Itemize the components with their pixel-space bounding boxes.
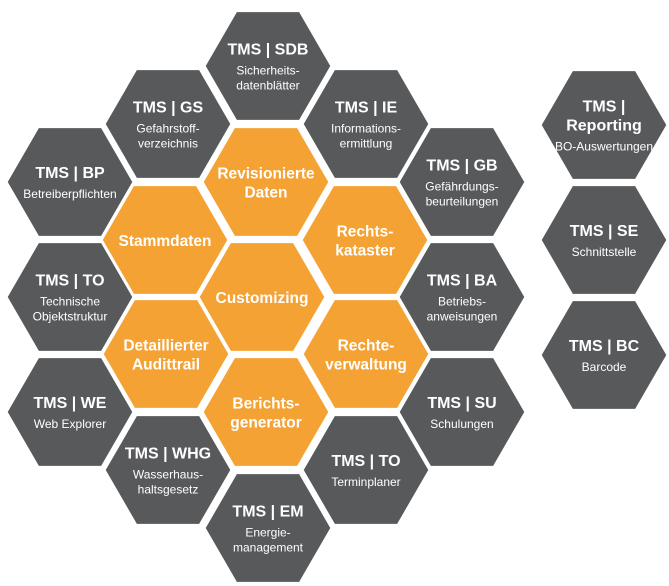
- module-subtitle: haltsgesetz: [138, 483, 199, 497]
- core-label: Rechte-: [338, 338, 395, 355]
- core-label: Stammdaten: [118, 233, 211, 250]
- module-hex-sdb[interactable]: TMS | SDB Sicherheits-datenblätter: [202, 9, 334, 123]
- core-label: verwaltung: [325, 357, 407, 374]
- core-label: Berichts-: [232, 396, 299, 413]
- module-subtitle: Terminplaner: [331, 475, 400, 489]
- module-title: TMS | SU: [427, 395, 496, 412]
- core-label: Rechts-: [337, 224, 394, 241]
- core-label: Audittrail: [132, 357, 200, 374]
- module-hex-shape[interactable]: [202, 9, 334, 123]
- module-hex-shape[interactable]: [102, 413, 234, 527]
- core-hex-shape[interactable]: [100, 297, 232, 411]
- module-title: TMS | BC: [569, 338, 640, 355]
- module-subtitle: BO-Auswertungen: [555, 140, 653, 154]
- module-hex-to-termin[interactable]: TMS | TO Terminplaner: [300, 413, 432, 527]
- module-title: TMS |: [583, 99, 626, 116]
- module-title: TMS | SDB: [228, 42, 309, 59]
- module-hex-shape[interactable]: [396, 355, 528, 469]
- module-hex-shape[interactable]: [300, 413, 432, 527]
- core-hex-shape[interactable]: [99, 183, 231, 297]
- module-subtitle: Gefährdungs-: [425, 180, 498, 194]
- module-hex-shape[interactable]: [538, 68, 669, 182]
- module-title: TMS | GS: [133, 100, 204, 117]
- module-subtitle: Schnittstelle: [572, 245, 637, 259]
- core-label: Daten: [244, 185, 287, 202]
- module-title: TMS | GB: [426, 158, 497, 175]
- module-hex-shape[interactable]: [102, 67, 234, 181]
- module-hex-shape[interactable]: [4, 240, 136, 354]
- module-subtitle: Sicherheits-: [236, 64, 299, 78]
- module-hex-shape[interactable]: [4, 125, 136, 239]
- module-subtitle: Technische: [40, 295, 100, 309]
- core-label: kataster: [335, 243, 394, 260]
- module-subtitle: Energie-: [245, 526, 290, 540]
- module-subtitle: ermittlung: [340, 137, 393, 151]
- module-subtitle: Barcode: [582, 360, 627, 374]
- core-hex-rechtskataster[interactable]: Rechts-kataster: [299, 183, 431, 297]
- module-hex-whg[interactable]: TMS | WHG Wasserhaus-haltsgesetz: [102, 413, 234, 527]
- core-label: Customizing: [216, 290, 309, 307]
- module-title: TMS | WE: [34, 395, 107, 412]
- module-hex-su[interactable]: TMS | SU Schulungen: [396, 355, 528, 469]
- core-hex-customizing[interactable]: Customizing: [196, 240, 328, 354]
- module-subtitle: Wasserhaus-: [133, 468, 203, 482]
- module-title: TMS | IE: [335, 100, 398, 117]
- core-hex-stammdaten[interactable]: Stammdaten: [99, 183, 231, 297]
- module-title: TMS | EM: [232, 504, 303, 521]
- module-subtitle: Web Explorer: [34, 417, 106, 431]
- module-subtitle: Schulungen: [430, 417, 493, 431]
- module-subtitle: Betreiberpflichten: [23, 187, 116, 201]
- core-hex-shape[interactable]: [200, 355, 332, 469]
- core-label: generator: [230, 415, 302, 432]
- core-label: Detaillierter: [123, 338, 208, 355]
- core-hex-shape[interactable]: [299, 183, 431, 297]
- module-subtitle: Objektstruktur: [33, 310, 108, 324]
- module-title: TMS | TO: [35, 273, 104, 290]
- module-subtitle: verzeichnis: [138, 137, 198, 151]
- module-hex-we[interactable]: TMS | WE Web Explorer: [4, 355, 136, 469]
- module-hex-ba[interactable]: TMS | BA Betriebs-anweisungen: [396, 240, 528, 354]
- core-hex-shape[interactable]: [200, 125, 332, 239]
- module-subtitle: Gefahrstoff-: [136, 122, 199, 136]
- core-hex-shape[interactable]: [196, 240, 328, 354]
- module-hex-shape[interactable]: [538, 183, 669, 297]
- core-label: Revisionierte: [217, 166, 315, 183]
- module-hex-bp[interactable]: TMS | BP Betreiberpflichten: [4, 125, 136, 239]
- module-hex-gs[interactable]: TMS | GS Gefahrstoff-verzeichnis: [102, 67, 234, 181]
- module-title: Reporting: [566, 118, 642, 135]
- module-subtitle: beurteilungen: [426, 195, 499, 209]
- module-title: TMS | WHG: [125, 446, 211, 463]
- core-hex-berichtsgenerator[interactable]: Berichts-generator: [200, 355, 332, 469]
- module-hex-shape[interactable]: [396, 240, 528, 354]
- module-hex-ie[interactable]: TMS | IE Informations-ermittlung: [300, 67, 432, 181]
- module-subtitle: anweisungen: [427, 310, 498, 324]
- module-subtitle: datenblätter: [236, 79, 299, 93]
- core-hex-rechteverwaltung[interactable]: Rechte-verwaltung: [300, 297, 432, 411]
- module-hex-se[interactable]: TMS | SE Schnittstelle: [538, 183, 669, 297]
- module-hex-gb[interactable]: TMS | GB Gefährdungs-beurteilungen: [396, 125, 528, 239]
- module-hex-shape[interactable]: [4, 355, 136, 469]
- module-title: TMS | BA: [427, 273, 498, 290]
- module-subtitle: Informations-: [331, 122, 401, 136]
- module-subtitle: Betriebs-: [438, 295, 486, 309]
- module-hex-bc[interactable]: TMS | BC Barcode: [538, 298, 669, 412]
- module-title: TMS | TO: [331, 453, 400, 470]
- module-hex-shape[interactable]: [538, 298, 669, 412]
- module-hex-shape[interactable]: [396, 125, 528, 239]
- module-title: TMS | BP: [35, 165, 105, 182]
- module-hex-em[interactable]: TMS | EM Energie-management: [202, 471, 334, 585]
- module-title: TMS | SE: [570, 223, 639, 240]
- module-subtitle: management: [233, 541, 304, 555]
- module-hex-shape[interactable]: [202, 471, 334, 585]
